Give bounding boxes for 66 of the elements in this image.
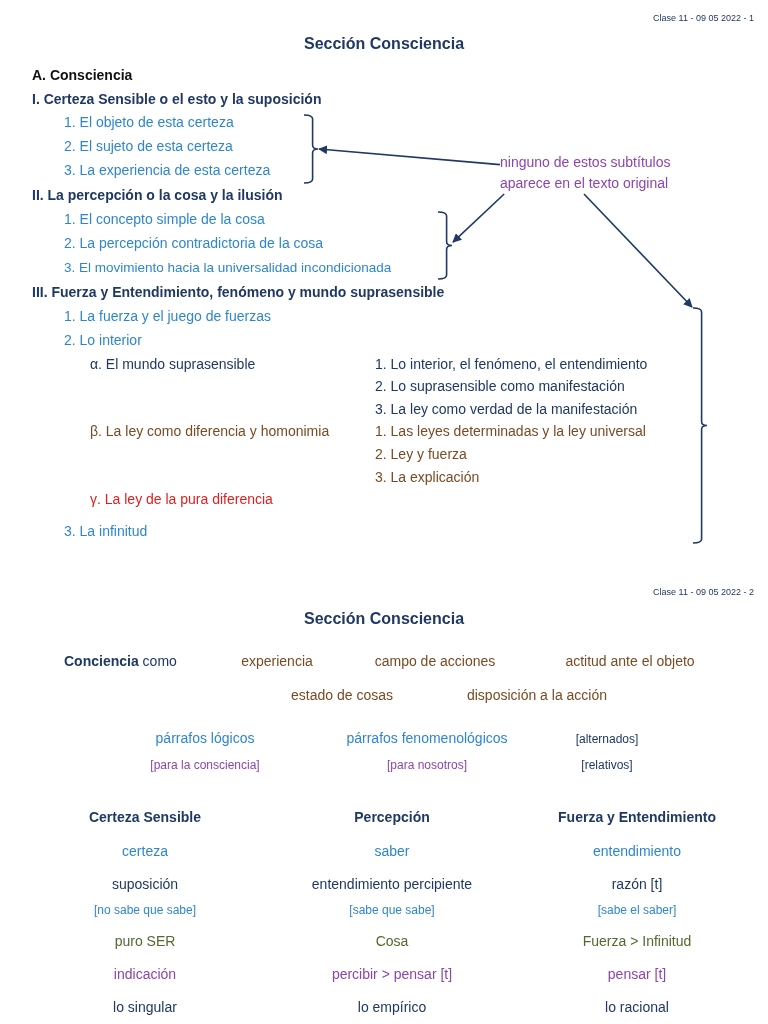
curly-bracket xyxy=(692,307,708,544)
list-item: 2. Lo interior xyxy=(64,331,142,349)
list-item: 3. La ley como verdad de la manifestación xyxy=(375,400,638,418)
table-cell: pensar [t] xyxy=(607,965,667,983)
text: [relativos] xyxy=(581,757,633,773)
text: [para la consciencia] xyxy=(150,757,260,773)
table-cell: puro SER xyxy=(114,932,176,950)
table-cell: certeza xyxy=(122,842,168,860)
list-item: β. La ley como diferencia y homonimia xyxy=(90,422,330,440)
page-header: Clase 11 - 09 05 2022 - 2 xyxy=(653,586,754,598)
section-heading: III. Fuerza y Entendimiento, fenómeno y mundo suprasensible xyxy=(32,283,445,301)
list-item: 3. El movimiento hacia la universalidad incondicionada xyxy=(64,259,392,277)
text: experiencia xyxy=(241,652,313,670)
section-heading: A. Consciencia xyxy=(32,66,133,84)
text: campo de acciones xyxy=(374,652,496,670)
text: [para nosotros] xyxy=(387,757,467,773)
list-item: 1. Lo interior, el fenómeno, el entendimiento xyxy=(375,355,648,373)
text: párrafos fenomenológicos xyxy=(346,729,508,747)
list-item: 3. La experiencia de esta certeza xyxy=(64,161,271,179)
table-cell: [sabe que sabe] xyxy=(349,902,435,918)
list-item: α. El mundo suprasensible xyxy=(90,355,256,373)
list-item: 3. La infinitud xyxy=(64,522,148,540)
table-cell: [sabe el saber] xyxy=(597,902,677,918)
table-cell: razón [t] xyxy=(611,875,663,893)
list-item: 1. El objeto de esta certeza xyxy=(64,113,234,131)
list-item: 2. Lo suprasensible como manifestación xyxy=(375,377,625,395)
table-cell: Cosa xyxy=(375,932,409,950)
table-cell: lo empírico xyxy=(357,998,427,1016)
text: estado de cosas xyxy=(291,686,393,704)
section-heading: II. La percepción o la cosa y la ilusión xyxy=(32,186,283,204)
list-item: 2. Ley y fuerza xyxy=(375,445,467,463)
page-title: Sección Consciencia xyxy=(303,34,465,54)
arrow xyxy=(452,193,505,243)
table-cell: indicación xyxy=(113,965,177,983)
text: [alternados] xyxy=(575,731,639,747)
table-cell: lo singular xyxy=(113,998,177,1016)
list-item: 3. La explicación xyxy=(375,468,480,486)
page-header: Clase 11 - 09 05 2022 - 1 xyxy=(653,12,754,24)
text: actitud ante el objeto xyxy=(565,652,695,670)
table-cell: saber xyxy=(374,842,410,860)
curly-bracket xyxy=(437,211,453,280)
page-title: Sección Consciencia xyxy=(303,609,465,629)
list-item: 2. El sujeto de esta certeza xyxy=(64,137,233,155)
text: párrafos lógicos xyxy=(155,729,255,747)
text: disposición a la acción xyxy=(466,686,608,704)
list-item: 2. La percepción contradictoria de la cosa xyxy=(64,234,324,252)
note-text: ninguno de estos subtítulos aparece en el texto original xyxy=(500,152,710,194)
list-item: γ. La ley de la pura diferencia xyxy=(90,490,273,508)
section-heading: I. Certeza Sensible o el esto y la suposición xyxy=(32,90,322,108)
arrow xyxy=(583,193,693,308)
table-cell: entendimiento xyxy=(593,842,681,860)
column-heading: Certeza Sensible xyxy=(88,808,202,826)
list-item: 1. Las leyes determinadas y la ley universal xyxy=(375,422,646,440)
list-item: 1. El concepto simple de la cosa xyxy=(64,210,265,228)
table-cell: Fuerza > Infinitud xyxy=(582,932,692,950)
arrow xyxy=(318,145,501,166)
list-item: 1. La fuerza y el juego de fuerzas xyxy=(64,307,272,325)
column-heading: Percepción xyxy=(354,808,430,826)
table-cell: percibir > pensar [t] xyxy=(331,965,453,983)
text: Conciencia como xyxy=(64,652,177,670)
table-cell: entendimiento percipiente xyxy=(311,875,473,893)
table-cell: [no sabe que sabe] xyxy=(93,902,197,918)
table-cell: suposición xyxy=(111,875,179,893)
curly-bracket xyxy=(303,114,319,184)
column-heading: Fuerza y Entendimiento xyxy=(558,808,716,826)
table-cell: lo racional xyxy=(605,998,669,1016)
